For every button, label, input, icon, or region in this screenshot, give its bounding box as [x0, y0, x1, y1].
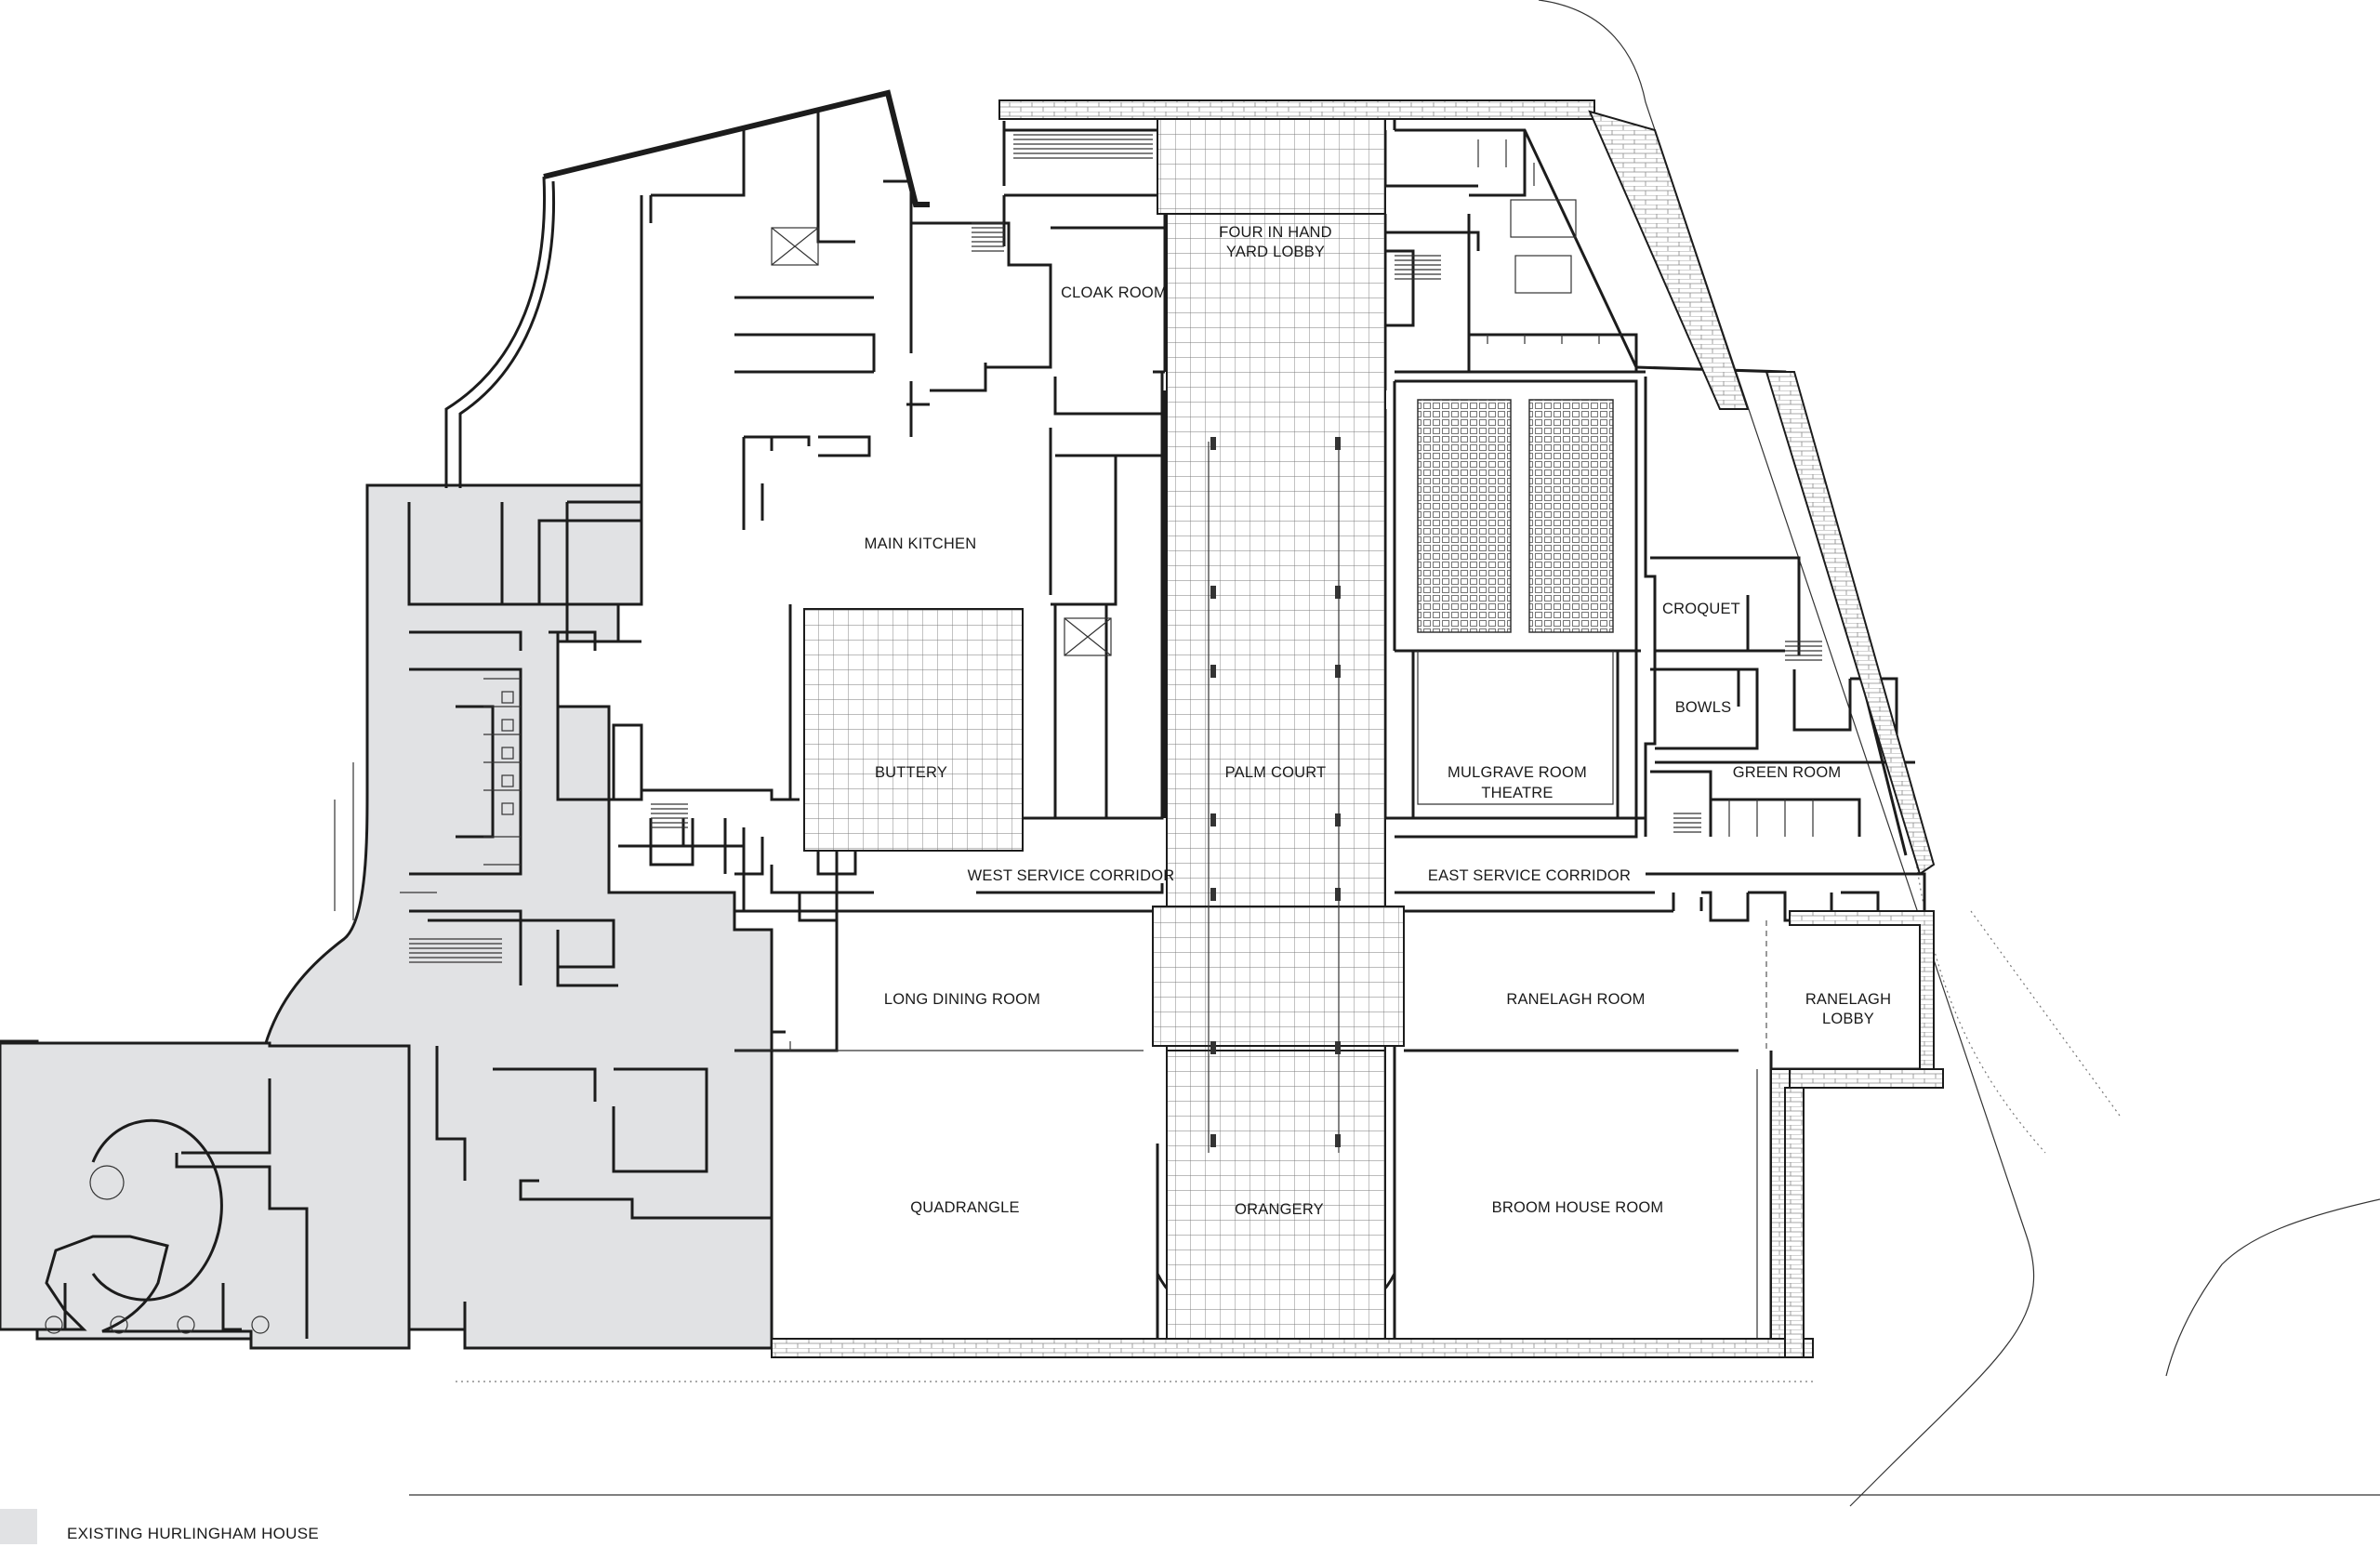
label-four-in-hand-1: FOUR IN HAND [1219, 224, 1332, 241]
room-labels: FOUR IN HAND YARD LOBBY CLOAK ROOM MAIN … [865, 224, 1891, 1218]
planter-markers [1210, 437, 1341, 1147]
site-boundary [409, 0, 2380, 1507]
label-orangery: ORANGERY [1235, 1201, 1324, 1218]
legend-swatch [0, 1509, 37, 1544]
theatre-seating [1417, 399, 1614, 633]
label-ranelagh-lobby-2: LOBBY [1822, 1011, 1874, 1027]
label-ranelagh-lobby-1: RANELAGH [1805, 991, 1891, 1008]
stairs-and-lifts [409, 134, 1822, 963]
label-mulgrave-2: THEATRE [1481, 785, 1553, 801]
label-mulgrave-1: MULGRAVE ROOM [1448, 764, 1587, 781]
label-broom-house-room: BROOM HOUSE ROOM [1492, 1199, 1664, 1216]
label-cloak-room: CLOAK ROOM [1061, 284, 1167, 301]
label-main-kitchen: MAIN KITCHEN [865, 536, 977, 552]
label-palm-court: PALM COURT [1225, 764, 1327, 781]
label-west-service-corridor: WEST SERVICE CORRIDOR [968, 867, 1175, 884]
label-ranelagh-room: RANELAGH ROOM [1506, 991, 1645, 1008]
label-croquet: CROQUET [1662, 601, 1740, 617]
legend: EXISTING HURLINGHAM HOUSE [0, 1509, 319, 1544]
legend-label: EXISTING HURLINGHAM HOUSE [67, 1525, 319, 1542]
paved-areas [771, 99, 1944, 1358]
label-green-room: GREEN ROOM [1733, 764, 1842, 781]
label-east-service-corridor: EAST SERVICE CORRIDOR [1428, 867, 1631, 884]
label-four-in-hand-2: YARD LOBBY [1226, 244, 1325, 260]
existing-hurlingham-house [0, 483, 774, 1350]
label-bowls: BOWLS [1675, 699, 1732, 716]
label-buttery: BUTTERY [875, 764, 947, 781]
label-quadrangle: QUADRANGLE [910, 1199, 1020, 1216]
label-long-dining-room: LONG DINING ROOM [884, 991, 1040, 1008]
